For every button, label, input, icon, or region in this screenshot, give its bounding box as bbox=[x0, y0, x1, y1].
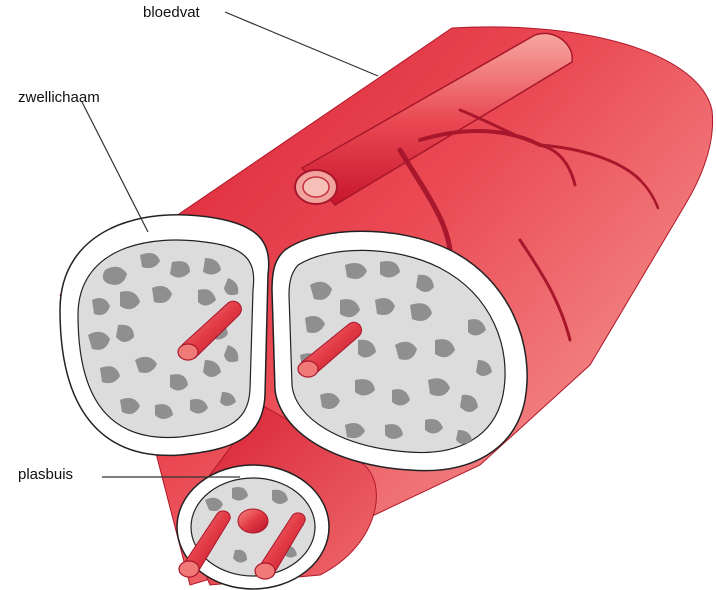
left-erectile-body bbox=[60, 215, 269, 456]
urethral-body bbox=[177, 465, 329, 589]
label-blood-vessel: bloedvat bbox=[143, 5, 200, 20]
label-urethra: plasbuis bbox=[18, 467, 73, 482]
label-erectile-body: zwellichaam bbox=[18, 90, 100, 105]
urethra-lumen bbox=[238, 509, 268, 533]
leader-line-bloedvat bbox=[225, 12, 378, 76]
leader-line-zwellichaam bbox=[82, 102, 148, 232]
